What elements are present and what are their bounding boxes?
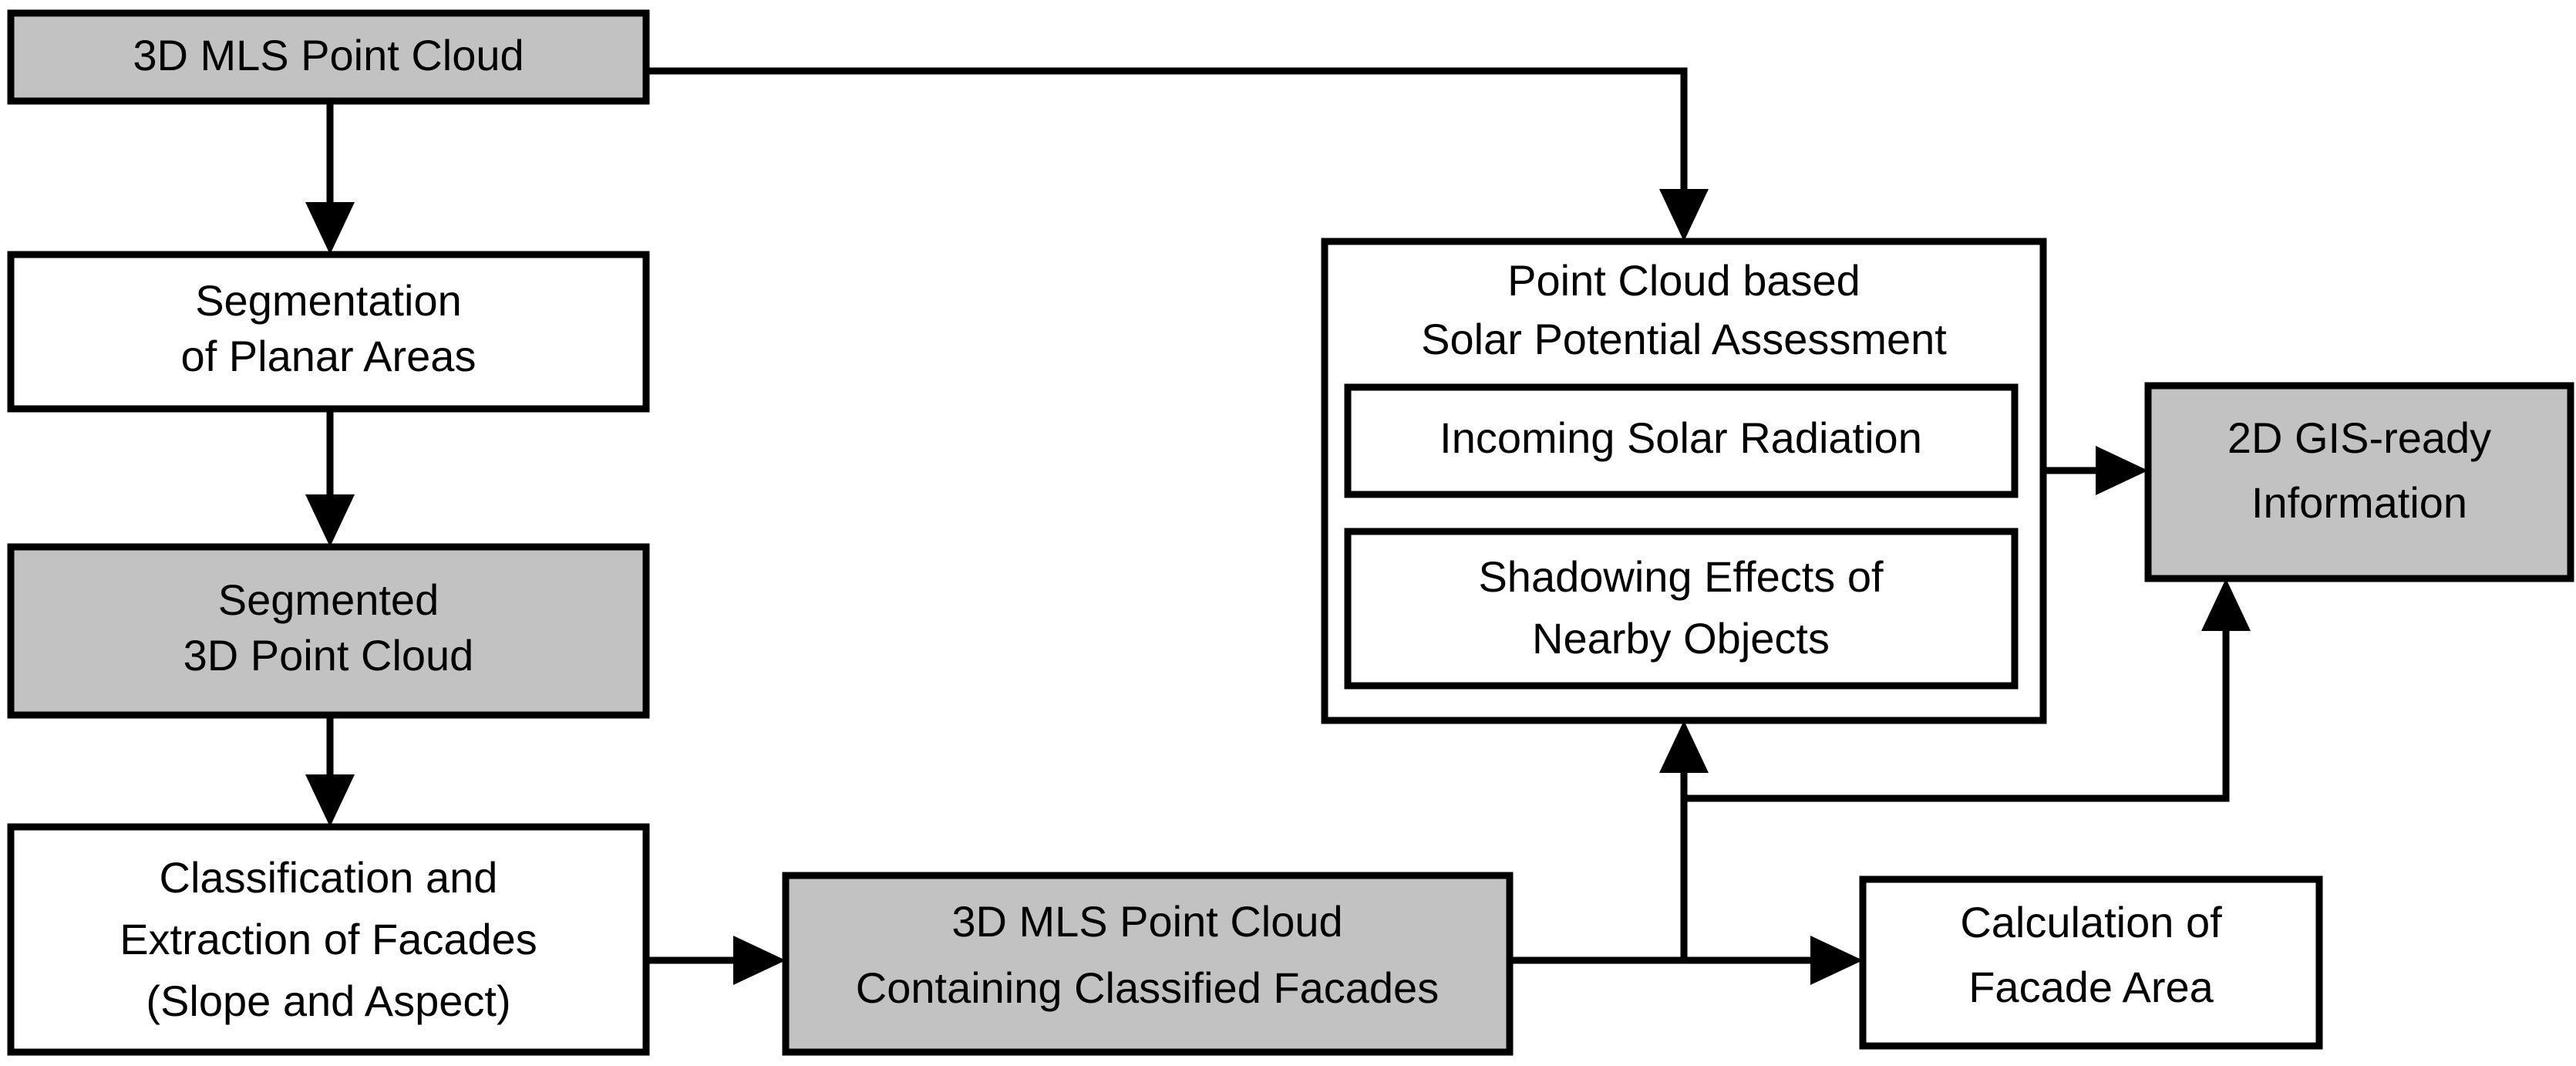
- edge-segmentation-to-segmented: [305, 408, 355, 547]
- edge-classified-cloud-to-calculation: [1510, 936, 1863, 985]
- subnode-incoming-solar-radiation[interactable]: Incoming Solar Radiation: [1344, 383, 2019, 498]
- edge-classification-to-classified-cloud: [646, 936, 786, 985]
- node-calculation-facade-area[interactable]: Calculation of Facade Area: [1859, 875, 2323, 1050]
- node-segmentation-planar-areas[interactable]: Segmentation of Planar Areas: [7, 251, 650, 413]
- node-label-line: 3D MLS Point Cloud: [133, 31, 524, 79]
- node-label-line: Segmented: [218, 575, 439, 624]
- node-label-line: 3D MLS Point Cloud: [951, 897, 1342, 946]
- node-label-line: Classification and: [160, 853, 498, 902]
- node-label-line: Point Cloud based: [1507, 256, 1860, 305]
- node-label-line: Solar Potential Assessment: [1421, 315, 1947, 363]
- node-mls-point-cloud[interactable]: 3D MLS Point Cloud: [7, 9, 650, 105]
- edge-segmented-to-classification: [305, 713, 355, 827]
- node-label-line: Facade Area: [1968, 963, 2214, 1011]
- node-gis-ready-information[interactable]: 2D GIS-ready Information: [2144, 382, 2574, 582]
- edge-solar-to-gis: [2043, 446, 2148, 495]
- node-label-line: Segmentation: [195, 276, 462, 325]
- node-label-line: Containing Classified Facades: [856, 963, 1439, 1012]
- node-segmented-3d-point-cloud[interactable]: Segmented 3D Point Cloud: [7, 543, 650, 719]
- node-mls-cloud-classified-facades[interactable]: 3D MLS Point Cloud Containing Classified…: [782, 872, 1514, 1056]
- subnode-label-line: Shadowing Effects of: [1478, 552, 1884, 601]
- node-label-line: Calculation of: [1960, 898, 2222, 946]
- edge-classified-cloud-to-solar: [1510, 720, 1709, 964]
- subnode-shadowing-effects-nearby-objects[interactable]: Shadowing Effects of Nearby Objects: [1344, 528, 2019, 690]
- edge-calculation-to-gis: [1684, 579, 2251, 802]
- node-label-line: 3D Point Cloud: [184, 631, 474, 680]
- subnode-label-line: Incoming Solar Radiation: [1440, 413, 1922, 462]
- node-solar-potential-assessment[interactable]: Point Cloud based Solar Potential Assess…: [1321, 238, 2047, 724]
- node-label-line: 2D GIS-ready: [2227, 413, 2491, 462]
- subnode-label-line: Nearby Objects: [1532, 614, 1830, 663]
- node-label-line: Extraction of Facades: [120, 915, 537, 963]
- node-label-line: Information: [2251, 478, 2467, 527]
- node-label-line: of Planar Areas: [181, 332, 476, 380]
- node-classification-extraction-facades[interactable]: Classification and Extraction of Facades…: [7, 823, 650, 1056]
- node-label-line: (Slope and Aspect): [146, 977, 510, 1025]
- edge-cloud-to-solar: [646, 67, 1709, 241]
